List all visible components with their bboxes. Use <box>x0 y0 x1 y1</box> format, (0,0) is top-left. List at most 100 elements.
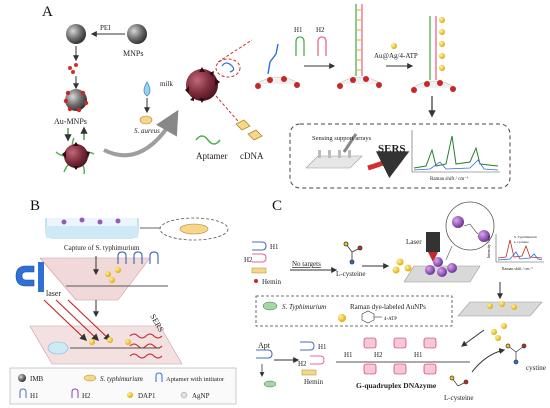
sensing-support-label: Sensing support arrays <box>312 135 372 142</box>
raman-spectrum-c <box>495 234 544 263</box>
c-h1-label: H1 <box>270 243 279 251</box>
laser-beams <box>43 299 112 341</box>
panel-b: B Capture of S. typhimurium <box>9 198 237 405</box>
hcr-chain-b <box>70 337 160 349</box>
panel-label-b: B <box>30 198 40 214</box>
curved-arrow <box>103 109 179 158</box>
substrate-plate-2 <box>457 301 543 317</box>
sers-detection-box <box>289 123 511 189</box>
svg-text:Aptamer with initiator: Aptamer with initiator <box>166 376 225 383</box>
detection-plane <box>29 325 183 365</box>
atp-label: 4-ATP <box>384 317 397 322</box>
legend-imb: IMB <box>18 374 44 383</box>
hemin-icon <box>251 267 267 283</box>
gold-seed-dot <box>71 70 75 74</box>
svg-text:AgNP: AgNP <box>192 392 210 400</box>
hairpin-row <box>117 251 159 264</box>
atp-molecule-icon <box>361 310 382 324</box>
separation-funnel <box>39 257 151 301</box>
h1-label: H1 <box>294 26 303 34</box>
raman-axis-label: Raman shift / cm⁻¹ <box>430 176 469 182</box>
au-ag-atp-label: Au@Ag/4-ATP <box>374 52 418 60</box>
legend-agnp: AgNP <box>180 391 210 400</box>
gold-particle-group-c <box>392 258 412 274</box>
c-hemin-label: Hemin <box>262 278 282 286</box>
hcr-product-2 <box>411 16 457 93</box>
g-quadruplex-units <box>363 337 437 375</box>
gold-seed-dot <box>74 63 78 67</box>
gold-on-plate <box>487 301 517 310</box>
legend-h1: H1 <box>19 388 39 400</box>
mnp-particle-icon <box>127 24 147 44</box>
gold-particle-group <box>105 267 121 283</box>
c-h2b-label: H2 <box>298 360 307 368</box>
mnps-label: MNPs <box>123 49 143 58</box>
panel-c: C H1 H2 Hemin No targets L-cysteine <box>244 198 546 402</box>
c-h2-label: H2 <box>244 256 253 264</box>
purple-aggregate <box>425 257 457 277</box>
c-h1-mid-label: H1 <box>344 351 353 359</box>
sers-arrow <box>367 151 410 179</box>
imb-surface-icon <box>47 341 69 355</box>
raman-spectrum-a <box>411 130 500 173</box>
svg-text:S. typhimurium: S. typhimurium <box>100 375 143 383</box>
s-aureus-icon <box>139 115 153 125</box>
spectrum-y-label: Intensity / a.u. <box>486 235 491 258</box>
raman-dye-au-icon <box>338 314 346 322</box>
svg-text:H1: H1 <box>30 392 39 400</box>
c-hemin-b-label: Hemin <box>304 378 324 386</box>
sers-label: SERS <box>378 143 406 155</box>
sensing-array-icon <box>305 133 363 169</box>
zoom-connector-c <box>445 245 453 261</box>
gold-seed-dot <box>68 66 72 70</box>
legend-dap1: DAP1 <box>127 392 156 400</box>
legend-box <box>9 367 237 405</box>
l-cysteine-bottom-label: L-cysteine <box>444 394 474 402</box>
sensing-surface-1 <box>255 43 301 89</box>
cdna-icon <box>235 119 263 141</box>
pei-label: PEI <box>100 24 111 32</box>
laser-device-icon <box>426 232 440 262</box>
l-cysteine-bottom-icon <box>449 375 469 387</box>
svg-text:DAP1: DAP1 <box>138 392 156 400</box>
s-aureus-label: S. aureus <box>134 127 160 135</box>
c-h1-right-label: H1 <box>414 351 423 359</box>
legend-h2: H2 <box>71 388 91 400</box>
panel-label-c: C <box>272 198 282 214</box>
raman-dye-label: Raman dye-labeled AuNPs <box>350 303 426 311</box>
legend-s-typh: S. typhimurium <box>83 374 143 383</box>
c-s-typh-label: S. Typhimurium <box>282 303 326 311</box>
au-ag-particle-icon <box>391 43 397 49</box>
zoom-purple-pair <box>452 216 490 242</box>
apt-label: Apt <box>258 341 271 350</box>
panel-label-a: A <box>42 4 53 20</box>
bacteria-capture-cluster <box>185 58 241 103</box>
laser-label: laser <box>46 289 61 298</box>
svg-text:IMB: IMB <box>30 375 44 383</box>
c-h1b-label: H1 <box>318 343 327 351</box>
milk-drop-icon <box>143 81 151 97</box>
aptamer-label: Aptamer <box>196 151 228 161</box>
capture-tube-icon <box>45 217 139 239</box>
hairpin-h2-icon <box>317 36 327 56</box>
capture-label: Capture of S. typhimurium <box>64 244 140 252</box>
h2-hairpin-small-icon <box>252 253 267 263</box>
zoom-line <box>217 39 253 63</box>
s-typh-icon <box>262 301 278 311</box>
c-h2-mid-label: H2 <box>374 351 383 359</box>
arrow-to-cystine <box>471 348 506 373</box>
spectrum-x-label: Raman shift / cm⁻¹ <box>502 266 534 271</box>
h1-hairpin-small-icon <box>252 241 267 251</box>
cystine-molecule-icon <box>505 343 527 365</box>
au-mnps-label: Au-MNPs <box>54 117 87 126</box>
l-cysteine-molecule-icon <box>343 241 363 265</box>
zoom-circle <box>445 201 495 251</box>
magnet-wall <box>38 262 44 292</box>
hairpin-h1-icon <box>295 36 305 56</box>
magnet-icon <box>15 265 35 287</box>
aptamer-icon <box>195 135 221 145</box>
h2-hairpin-bottom-icon <box>310 355 325 365</box>
spectrum-legend-2: L-cysteine <box>514 240 529 244</box>
l-cysteine-top-label: L-cysteine <box>336 270 366 278</box>
